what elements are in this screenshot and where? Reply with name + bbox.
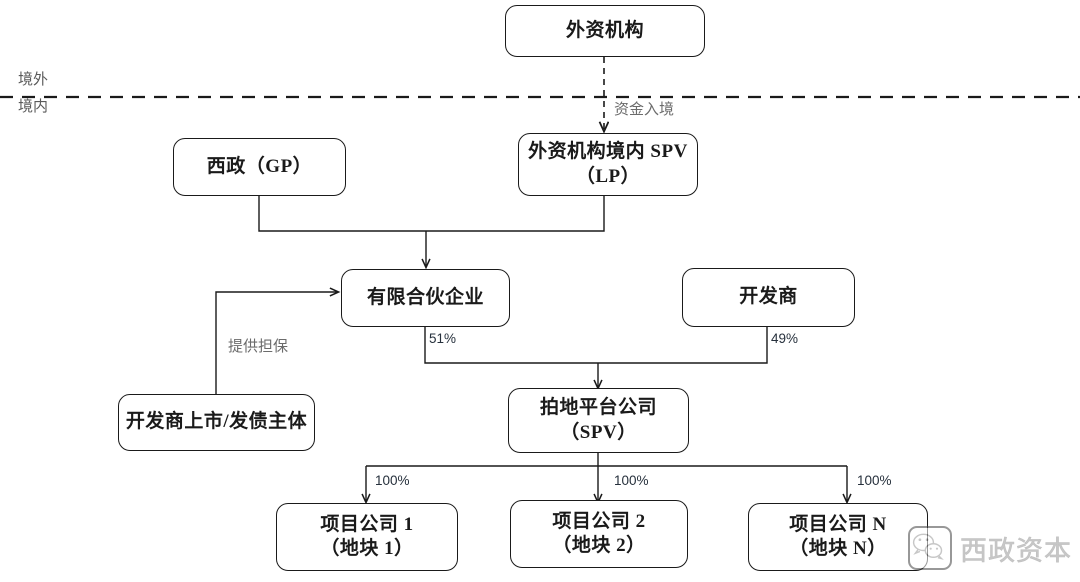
node-developer[interactable]: 开发商 — [682, 268, 855, 327]
edge-label-developer-share: 49% — [771, 331, 799, 346]
node-land-platform-line2: （SPV） — [560, 421, 637, 443]
label-offshore: 境外 — [18, 72, 49, 88]
edge-label-projectn-share: 100% — [857, 473, 892, 488]
watermark-text: 西政资本 — [960, 535, 1072, 566]
edge-label-project1-share: 100% — [375, 473, 410, 488]
node-project-company-n-line1: 项目公司 N — [789, 513, 887, 535]
node-xizheng-gp[interactable]: 西政（GP） — [173, 138, 346, 196]
node-developer-listed-entity[interactable]: 开发商上市/发债主体 — [118, 394, 315, 451]
node-land-platform-line1: 拍地平台公司 — [539, 397, 657, 419]
node-project-company-n-line2: （地块 N） — [789, 538, 887, 559]
node-limited-partnership[interactable]: 有限合伙企业 — [341, 269, 510, 327]
label-onshore: 境内 — [18, 99, 49, 115]
wechat-logo-icon — [908, 526, 952, 570]
node-onshore-spv-line2: （LP） — [575, 165, 641, 187]
node-project-company-2-line2: （地块 2） — [552, 535, 646, 556]
edge-label-project2-share: 100% — [614, 473, 649, 488]
edge-shareholding-merge — [424, 327, 768, 364]
node-project-company-1[interactable]: 项目公司 1 （地块 1） — [276, 503, 458, 571]
node-onshore-spv-line1: 外资机构境内 SPV — [528, 141, 688, 163]
node-land-platform[interactable]: 拍地平台公司 （SPV） — [508, 388, 689, 453]
node-onshore-spv[interactable]: 外资机构境内 SPV （LP） — [518, 133, 698, 196]
node-project-company-2[interactable]: 项目公司 2 （地块 2） — [510, 500, 688, 568]
edge-label-lp-share: 51% — [429, 331, 457, 346]
node-project-company-1-line2: （地块 1） — [320, 538, 414, 559]
node-project-company-1-line1: 项目公司 1 — [320, 513, 414, 535]
edge-label-provide-guarantee: 提供担保 — [228, 339, 289, 355]
edge-gp-to-lp — [258, 196, 605, 232]
node-foreign-institution[interactable]: 外资机构 — [505, 5, 705, 57]
wechat-watermark: 西政资本 — [908, 526, 1072, 570]
node-project-company-2-line1: 项目公司 2 — [552, 510, 646, 532]
node-project-company-n[interactable]: 项目公司 N （地块 N） — [748, 503, 928, 571]
edge-label-capital-inflow: 资金入境 — [614, 102, 675, 118]
